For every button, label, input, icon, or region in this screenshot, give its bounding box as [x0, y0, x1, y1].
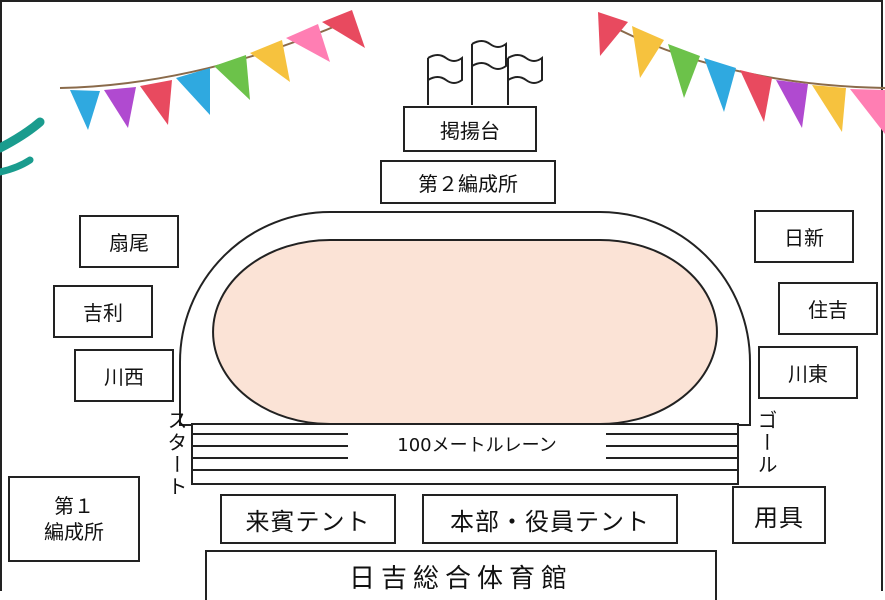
bunting-right	[598, 12, 885, 134]
first-station-box: 第１ 編成所	[8, 476, 140, 562]
infield	[212, 239, 718, 425]
first-station-line2: 編成所	[44, 520, 104, 544]
flags	[427, 40, 543, 105]
team-box-left-2: 吉利	[53, 285, 153, 338]
team-box-left-1: 扇尾	[79, 215, 179, 268]
swirl-decoration	[0, 117, 45, 153]
hq-tent-box: 本部・役員テント	[422, 494, 678, 544]
podium-box: 掲揚台	[403, 106, 537, 152]
team-box-right-3: 川東	[758, 346, 858, 399]
start-label: スタート	[164, 410, 188, 498]
second-station-box: 第２編成所	[380, 160, 556, 204]
team-box-right-2: 住吉	[778, 282, 878, 335]
team-box-left-3: 川西	[74, 349, 174, 402]
first-station-line1: 第１	[54, 494, 94, 518]
goal-label: ゴール	[754, 410, 778, 476]
swirl-decoration	[0, 156, 34, 176]
bunting-left	[59, 10, 365, 130]
equipment-box: 用具	[732, 486, 826, 544]
lane-label: 100メートルレーン	[348, 432, 606, 460]
guest-tent-box: 来賓テント	[220, 494, 396, 544]
team-box-right-1: 日新	[754, 210, 854, 263]
gym-box: 日吉総合体育館	[205, 550, 717, 600]
